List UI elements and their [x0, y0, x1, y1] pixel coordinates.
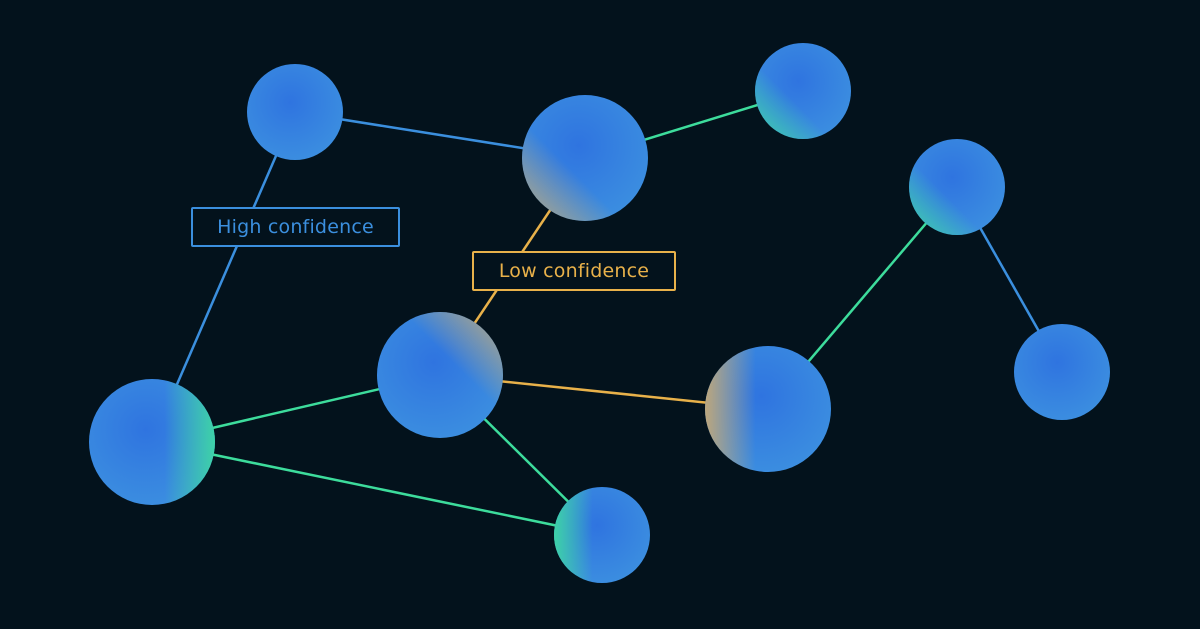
node-n4	[909, 139, 1005, 235]
node-n7	[705, 346, 831, 472]
node-n1	[247, 64, 343, 160]
edge-n8-n9	[151, 440, 603, 537]
node-n8	[89, 379, 215, 505]
high-confidence-label-text: High confidence	[217, 216, 374, 238]
low-confidence-label-text: Low confidence	[498, 260, 650, 282]
node-n3	[755, 43, 851, 139]
node-n5	[1014, 324, 1110, 420]
low-confidence-label: Low confidence	[472, 251, 676, 291]
nodes-layer	[89, 43, 1110, 583]
high-confidence-label: High confidence	[191, 207, 400, 247]
node-n2	[522, 95, 648, 221]
node-n9	[554, 487, 650, 583]
node-n6	[377, 312, 503, 438]
